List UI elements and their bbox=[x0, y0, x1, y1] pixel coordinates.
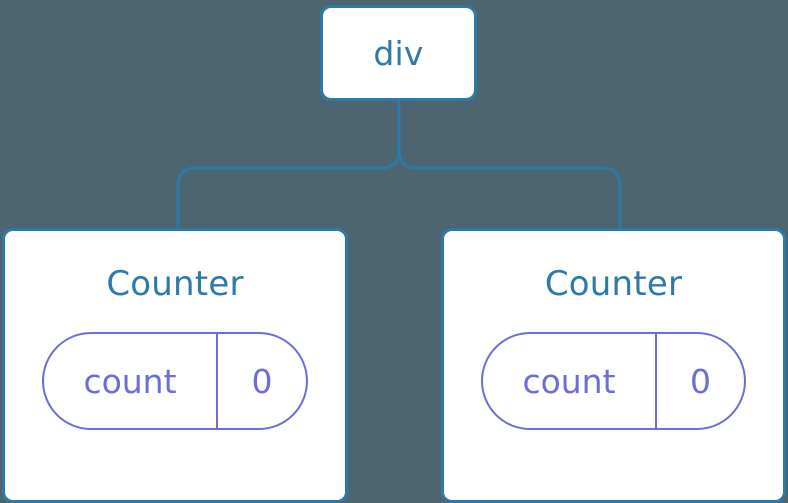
state-value-counter-2: 0 bbox=[690, 361, 711, 401]
node-counter-1[interactable]: Counter count 0 bbox=[2, 228, 348, 503]
state-pill-counter-2[interactable]: count 0 bbox=[481, 332, 746, 430]
node-counter-2[interactable]: Counter count 0 bbox=[441, 228, 786, 503]
node-div-label: div bbox=[373, 33, 424, 73]
node-div[interactable]: div bbox=[320, 5, 477, 101]
state-key-counter-1: count bbox=[44, 334, 218, 428]
connector-to-counter-2 bbox=[397, 149, 622, 228]
state-pill-counter-1[interactable]: count 0 bbox=[42, 332, 308, 430]
connector-to-counter-1 bbox=[176, 149, 401, 228]
state-value-counter-1: 0 bbox=[251, 361, 273, 401]
node-counter-2-title: Counter bbox=[544, 264, 683, 304]
node-counter-1-title: Counter bbox=[106, 264, 244, 304]
state-key-counter-2: count bbox=[483, 334, 657, 428]
